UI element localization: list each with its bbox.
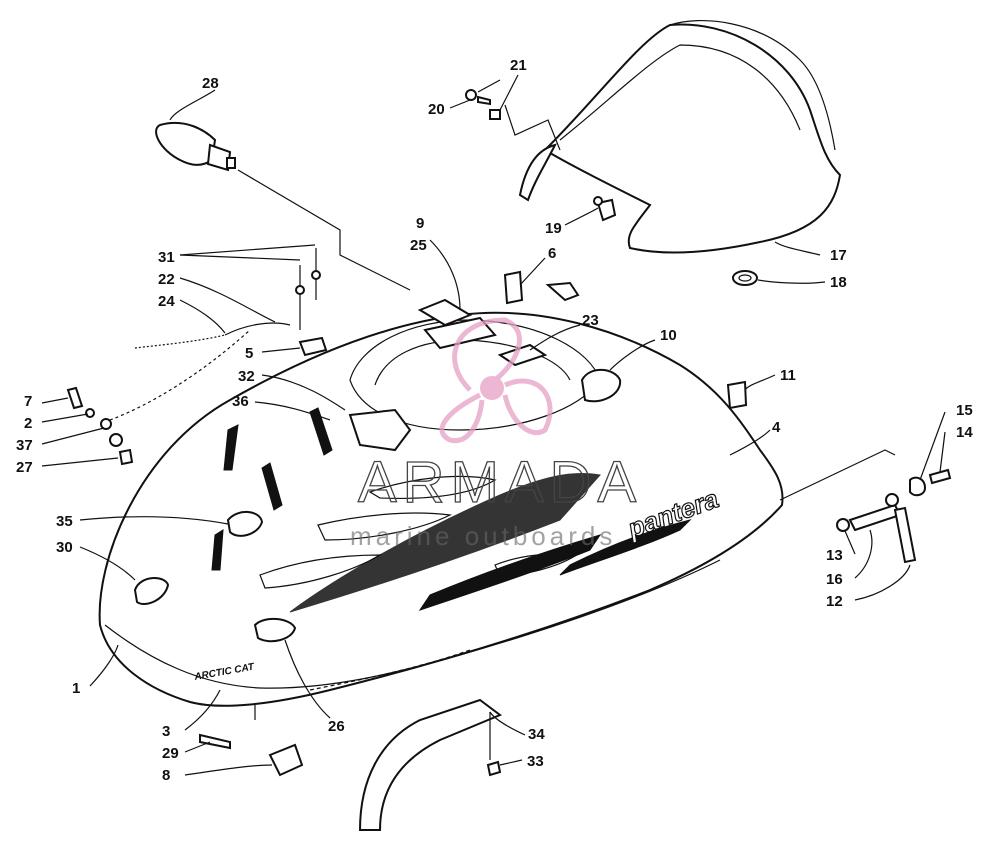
watermark-tagline: marine outboards: [350, 521, 616, 551]
hood-latch: [836, 468, 952, 564]
callout-24: 24: [158, 293, 175, 310]
callout-37: 37: [16, 437, 33, 454]
callout-11: 11: [780, 367, 796, 384]
callout-19: 19: [545, 220, 562, 237]
foam-pads: [133, 368, 622, 643]
callout-16: 16: [826, 571, 843, 588]
callout-22: 22: [158, 271, 175, 288]
hinge-plate: [199, 733, 304, 777]
callout-21: 21: [510, 57, 527, 74]
callout-29: 29: [162, 745, 179, 762]
callout-25: 25: [410, 237, 427, 254]
callout-15: 15: [956, 402, 973, 419]
callout-13: 13: [826, 547, 843, 564]
callout-33: 33: [527, 753, 544, 770]
hood-light: [155, 121, 236, 172]
callout-35: 35: [56, 513, 73, 530]
watermark-propeller-icon: [439, 317, 553, 444]
callout-7: 7: [24, 393, 32, 410]
callout-17: 17: [830, 247, 847, 264]
windshield-hardware: [465, 89, 758, 286]
windshield: [518, 20, 842, 254]
callout-34: 34: [528, 726, 545, 743]
callout-32: 32: [238, 368, 255, 385]
callout-10: 10: [660, 327, 677, 344]
callout-12: 12: [826, 593, 843, 610]
callout-27: 27: [16, 459, 33, 476]
callout-4: 4: [772, 419, 781, 436]
hood-brace: [358, 698, 502, 831]
watermark-brand: ARMADA: [358, 450, 642, 515]
callout-9: 9: [416, 215, 424, 232]
callout-28: 28: [202, 75, 219, 92]
small-parts: [503, 270, 748, 410]
callout-30: 30: [56, 539, 73, 556]
hood: [98, 311, 784, 707]
leader-lines: [41, 74, 946, 776]
callout-18: 18: [830, 274, 847, 291]
callout-26: 26: [328, 718, 345, 735]
callout-2: 2: [24, 415, 32, 432]
callout-36: 36: [232, 393, 249, 410]
callout-14: 14: [956, 424, 973, 441]
callout-8: 8: [162, 767, 170, 784]
callout-labels: 1 2 3 4 5 6 7 8 9 10 11 12 13 14 15 16 1…: [16, 57, 973, 784]
hood-cable: [109, 248, 328, 421]
callout-6: 6: [548, 245, 556, 262]
callout-31: 31: [158, 249, 175, 266]
callout-1: 1: [72, 680, 80, 697]
left-hardware: [66, 386, 134, 466]
callout-3: 3: [162, 723, 170, 740]
watermark: ARMADA marine outboards: [350, 317, 642, 551]
callout-23: 23: [582, 312, 599, 329]
callout-20: 20: [428, 101, 445, 118]
callout-5: 5: [245, 345, 253, 362]
